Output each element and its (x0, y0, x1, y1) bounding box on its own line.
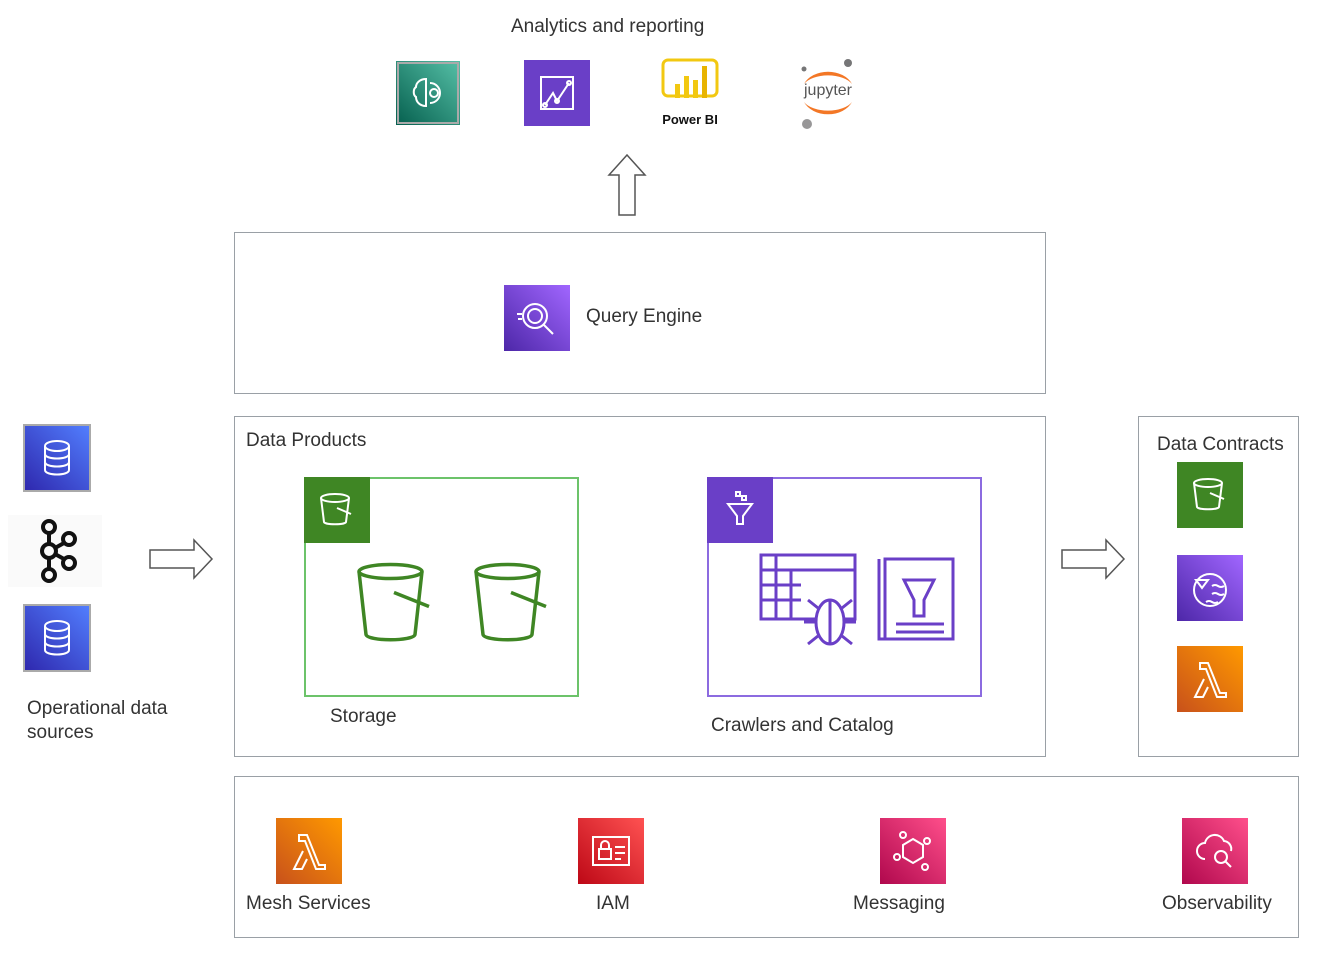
power-bi-label: Power BI (662, 112, 718, 127)
lambda-icon (276, 818, 342, 884)
analytics-title: Analytics and reporting (511, 16, 705, 37)
glue-icon (707, 477, 773, 543)
observability-icon (1182, 818, 1248, 884)
power-bi-icon (660, 58, 720, 102)
s3-icon (1177, 462, 1243, 528)
crawler-icon (759, 553, 857, 646)
iam-icon (578, 818, 644, 884)
sources-label-line2: sources (27, 722, 94, 743)
kafka-icon (8, 515, 102, 587)
jupyter-label: jupyter (803, 82, 853, 99)
services-box (234, 776, 1299, 938)
database-icon (23, 424, 91, 492)
sagemaker-icon (396, 61, 460, 125)
s3-icon (304, 477, 370, 543)
sources-label-line1: Operational data (27, 698, 168, 719)
service-label-iam: IAM (596, 893, 630, 914)
service-label-observability: Observability (1162, 893, 1272, 914)
messaging-icon (880, 818, 946, 884)
service-label-mesh: Mesh Services (246, 893, 371, 914)
query-engine-box (234, 232, 1046, 394)
crawlers-label: Crawlers and Catalog (711, 715, 894, 736)
query-engine-label: Query Engine (586, 306, 703, 327)
lambda-icon (1177, 646, 1243, 712)
data-products-title: Data Products (246, 430, 367, 451)
glue-databrew-icon (1177, 555, 1243, 621)
right-arrow-icon (1061, 538, 1126, 580)
quicksight-icon (524, 60, 590, 126)
bucket-icon (357, 562, 430, 642)
bucket-icon (474, 562, 547, 642)
catalog-icon (877, 557, 955, 641)
athena-icon (504, 285, 570, 351)
crawlers-box (707, 477, 982, 697)
right-arrow-icon (149, 538, 214, 580)
data-products-box (234, 416, 1046, 757)
jupyter-icon: jupyter (796, 58, 860, 130)
data-contracts-box (1138, 416, 1299, 757)
storage-box (304, 477, 579, 697)
storage-label: Storage (330, 706, 397, 727)
up-arrow-icon (607, 153, 647, 216)
data-contracts-title: Data Contracts (1157, 434, 1284, 455)
service-label-messaging: Messaging (853, 893, 945, 914)
database-icon (23, 604, 91, 672)
